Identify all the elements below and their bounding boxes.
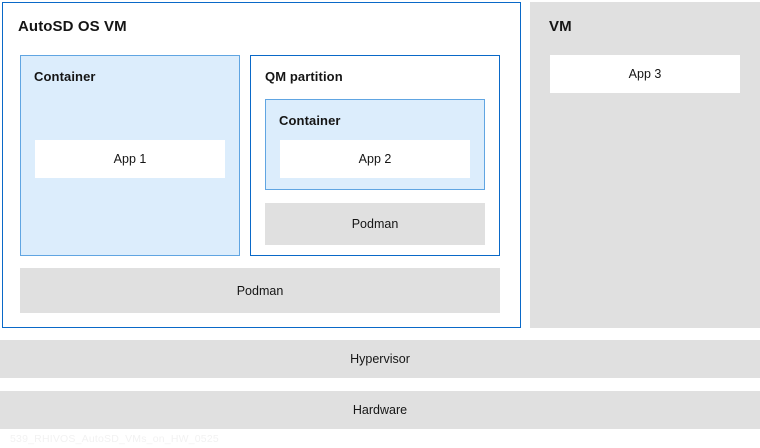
qm-container-title: Container xyxy=(279,113,341,128)
app-tile-app-1: App 1 xyxy=(35,140,225,178)
qm-partition-title: QM partition xyxy=(265,69,343,84)
autosd-os-vm-title: AutoSD OS VM xyxy=(18,18,127,35)
footer-watermark: 539_RHIVOS_AutoSD_VMs_on_HW_0525 xyxy=(10,433,219,445)
app-tile-app-3: App 3 xyxy=(550,55,740,93)
app-tile-app-2: App 2 xyxy=(280,140,470,178)
hypervisor-layer-bar: Hypervisor xyxy=(0,340,760,378)
plain-vm-block xyxy=(530,2,760,328)
autosd-podman-bar: Podman xyxy=(20,268,500,313)
plain-vm-title: VM xyxy=(549,18,572,35)
qm-podman-bar: Podman xyxy=(265,203,485,245)
autosd-container-title: Container xyxy=(34,69,96,84)
hardware-layer-bar: Hardware xyxy=(0,391,760,429)
